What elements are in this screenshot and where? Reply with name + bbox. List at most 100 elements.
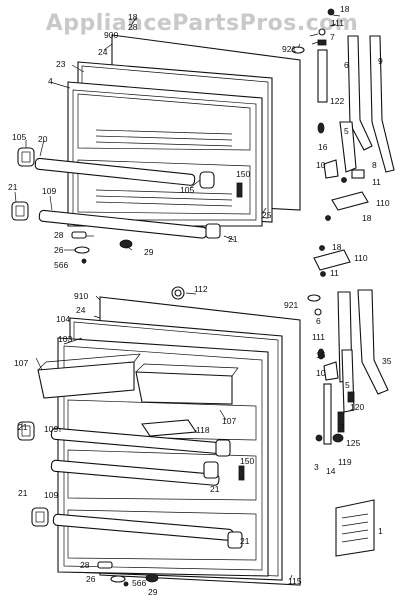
- label-118: 118: [196, 425, 210, 435]
- label-8: 8: [372, 160, 377, 170]
- label-18d: 18: [332, 242, 342, 252]
- label-25: 25: [262, 210, 272, 220]
- cap-21-right-1: [215, 439, 231, 457]
- label-111a: 111: [331, 18, 344, 28]
- fresh-food-compartment-3: [67, 509, 257, 561]
- label-6b: 6: [316, 316, 321, 326]
- label-6a: 6: [344, 60, 349, 70]
- part-28-top: [71, 231, 87, 239]
- part-921-top: [291, 46, 305, 54]
- label-21d: 21: [210, 484, 220, 494]
- label-21e: 21: [18, 488, 28, 498]
- freezer-shelf-cap-right: [199, 171, 215, 189]
- screw-18-top: [327, 8, 335, 16]
- part-26-top: [74, 246, 90, 254]
- label-9: 9: [378, 56, 383, 66]
- fresh-food-door-assembly: [17, 296, 301, 587]
- part-150-top: [236, 182, 243, 198]
- label-5b: 5: [345, 380, 350, 390]
- label-29a: 29: [144, 247, 154, 257]
- freezer-shelf-bar-upper: [34, 157, 196, 186]
- label-24b: 24: [76, 305, 86, 315]
- watermark-text: AppliancePartsPros.com: [46, 11, 359, 36]
- label-28c: 28: [80, 560, 90, 570]
- part-11-top: [341, 177, 347, 183]
- label-21a: 21: [8, 182, 18, 192]
- label-900: 900: [104, 30, 118, 40]
- label-112: 112: [194, 284, 208, 294]
- label-3: 3: [314, 462, 319, 472]
- label-28a: 28: [128, 22, 138, 32]
- part-26-bottom: [110, 575, 126, 583]
- hinge-5-top: [339, 121, 357, 173]
- screw-18-c: [319, 245, 325, 251]
- bottom-hinge-hardware: [307, 289, 389, 557]
- dairy-bin-107-right: [135, 371, 233, 405]
- dairy-bin-107-left: [37, 361, 135, 399]
- part-10-top: [323, 159, 339, 179]
- label-14: 14: [326, 466, 336, 476]
- literature-card-1: [335, 499, 375, 557]
- freezer-shelf-cap-left: [17, 147, 35, 167]
- label-21b: 21: [228, 234, 238, 244]
- label-105b: 105: [180, 185, 194, 195]
- label-921a: 921: [282, 44, 296, 54]
- label-10a: 10: [316, 160, 326, 170]
- label-109a: 109: [42, 186, 56, 196]
- fresh-food-shelf-bar-2: [50, 459, 220, 486]
- cap-21-left-3: [31, 507, 49, 527]
- freezer-lower-compartment: [77, 159, 251, 215]
- part-7-bottom: [337, 411, 345, 433]
- label-109c: 109: [44, 490, 58, 500]
- part-28-bottom: [97, 561, 113, 569]
- label-110b: 110: [354, 253, 368, 263]
- fresh-food-compartment-1: [67, 399, 257, 441]
- label-29b: 29: [148, 587, 158, 597]
- label-104: 104: [56, 314, 70, 324]
- label-119: 119: [338, 457, 352, 467]
- label-21c: 21: [18, 422, 28, 432]
- freezer-upper-compartment: [77, 93, 251, 151]
- label-566b: 566: [132, 578, 146, 588]
- screw-18-b: [325, 215, 331, 221]
- freezer-cap-21-right: [205, 223, 221, 239]
- middle-hinge-hardware: [171, 245, 351, 300]
- part-3: [315, 434, 323, 442]
- hinge-110-top: [331, 191, 369, 211]
- label-26b: 26: [86, 574, 96, 584]
- freezer-door-liner: [67, 81, 263, 227]
- label-16a: 16: [318, 142, 328, 152]
- part-111-bottom: [314, 308, 322, 316]
- part-29-top: [119, 239, 133, 249]
- label-150b: 150: [240, 456, 254, 466]
- part-921-bottom: [307, 294, 321, 302]
- label-18a: 18: [128, 12, 138, 22]
- label-23: 23: [56, 59, 66, 69]
- label-150a: 150: [236, 169, 250, 179]
- part-16-bottom: [317, 348, 325, 360]
- label-18b: 18: [362, 213, 372, 223]
- label-21f: 21: [240, 536, 250, 546]
- label-910: 910: [74, 291, 88, 301]
- part-150-bottom: [238, 465, 245, 481]
- label-24a: 24: [98, 47, 108, 57]
- label-10b: 10: [316, 368, 326, 378]
- part-29-bottom: [145, 573, 159, 583]
- cap-21-right-2: [203, 461, 219, 479]
- label-11b: 11: [330, 268, 339, 278]
- freezer-door-assembly: [11, 34, 301, 264]
- label-921b: 921: [284, 300, 298, 310]
- label-125: 125: [346, 438, 360, 448]
- label-26a: 26: [54, 245, 64, 255]
- label-7b: 7: [340, 422, 345, 432]
- part-111-top: [318, 28, 326, 36]
- label-18c-top: 18: [340, 4, 350, 14]
- label-107b: 107: [222, 416, 236, 426]
- label-28b: 28: [54, 230, 64, 240]
- label-7a: 7: [330, 32, 335, 42]
- label-115: 115: [288, 576, 302, 586]
- part-119: [332, 433, 344, 443]
- label-20: 20: [38, 134, 48, 144]
- label-111b: 111: [312, 332, 325, 342]
